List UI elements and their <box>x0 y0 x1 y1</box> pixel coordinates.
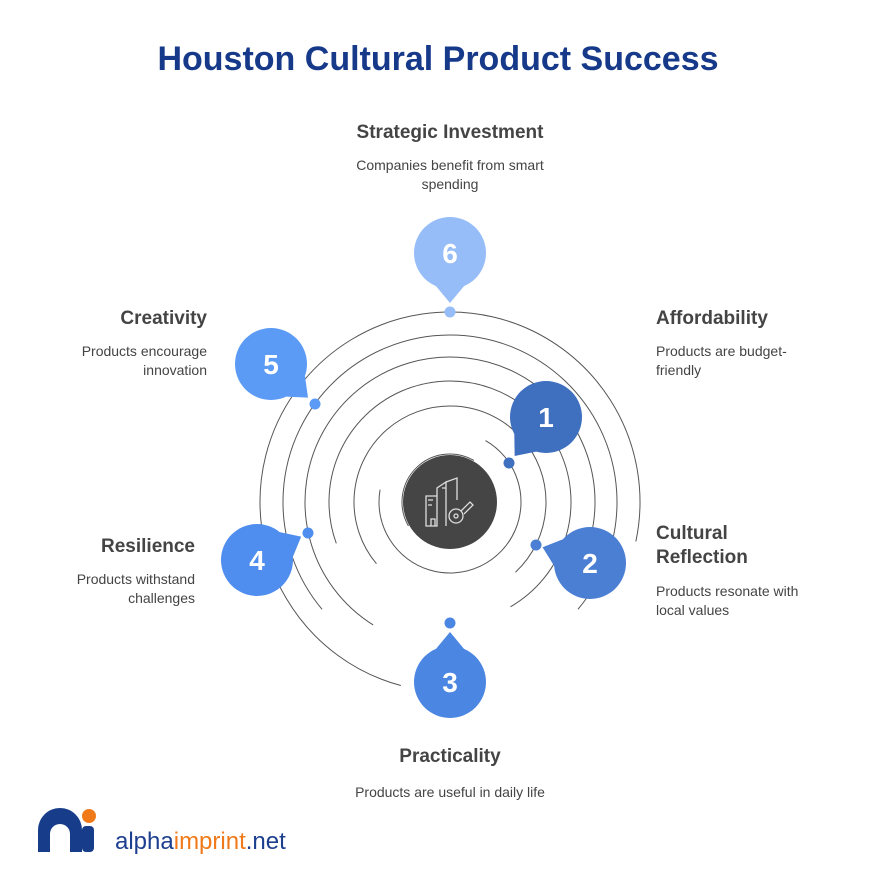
heading-3: Practicality <box>399 746 501 767</box>
brand-name: alphaimprint.net <box>115 828 286 856</box>
ring-2 <box>353 405 547 573</box>
connector-dot-2 <box>530 539 542 551</box>
step-number-6: 6 <box>442 238 458 269</box>
ring-0 <box>401 453 475 527</box>
heading-1: Affordability <box>656 308 768 329</box>
heading-5: Creativity <box>120 308 207 329</box>
connector-dot-3 <box>444 617 456 629</box>
ring-6 <box>259 311 641 687</box>
alphaimprint-logo <box>38 808 96 852</box>
step-number-4: 4 <box>249 545 265 576</box>
text-3: Products are useful in daily life <box>355 784 545 800</box>
step-number-1: 1 <box>538 402 554 433</box>
step-number-2: 2 <box>582 548 598 579</box>
bubble-pointer-2 <box>542 539 563 566</box>
ring-1 <box>378 440 522 574</box>
step-number-5: 5 <box>263 349 279 380</box>
text-5: Products encourage innovation <box>81 343 207 378</box>
brand-part3: .net <box>245 828 286 855</box>
text-1: Products are budget-friendly <box>656 343 787 378</box>
text-2: Products resonate with local values <box>656 583 799 618</box>
heading-4: Resilience <box>101 536 195 557</box>
step-bubble-5 <box>235 328 307 400</box>
bubble-pointer-3 <box>435 632 465 649</box>
brand-part2: imprint <box>173 828 246 855</box>
heading-2: Cultural Reflection <box>656 523 748 568</box>
page-title: Houston Cultural Product Success <box>157 40 719 78</box>
text-6: Companies benefit from smart spending <box>356 157 544 192</box>
center-circle <box>403 455 497 549</box>
bubble-pointer-6 <box>435 286 465 303</box>
ring-4 <box>304 356 596 626</box>
buildings-key-icon <box>425 477 474 527</box>
step-bubble-3 <box>414 646 486 718</box>
connector-dot-6 <box>444 306 456 318</box>
step-number-3: 3 <box>442 667 458 698</box>
brand-part1: alpha <box>115 828 174 855</box>
text-4: Products withstand challenges <box>76 571 195 606</box>
ring-5 <box>282 334 618 610</box>
connector-dot-5 <box>309 398 321 410</box>
step-bubble-2 <box>554 527 626 599</box>
step-bubble-6 <box>414 217 486 289</box>
connector-dot-1 <box>503 457 515 469</box>
connector-dot-4 <box>302 527 314 539</box>
step-bubble-4 <box>221 524 293 596</box>
step-bubble-1 <box>510 381 582 453</box>
heading-6: Strategic Investment <box>356 122 544 143</box>
